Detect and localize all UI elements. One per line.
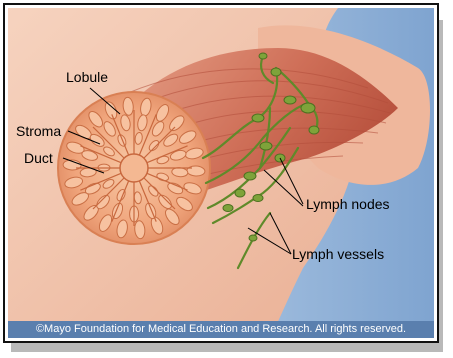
- lobule-petal: [187, 166, 205, 177]
- anatomy-drawing: [8, 8, 434, 338]
- nipple-center: [120, 154, 148, 182]
- label-duct: Duct: [24, 150, 53, 166]
- figure-frame: Lobule Stroma Duct Lymph nodes Lymph ves…: [3, 3, 439, 343]
- copyright-bar: ©Mayo Foundation for Medical Education a…: [8, 321, 434, 338]
- label-lymph-vessels: Lymph vessels: [292, 246, 384, 262]
- label-stroma: Stroma: [16, 123, 61, 139]
- illustration: Lobule Stroma Duct Lymph nodes Lymph ves…: [8, 8, 434, 338]
- label-lymph-nodes: Lymph nodes: [306, 196, 390, 212]
- label-lobule: Lobule: [66, 69, 108, 85]
